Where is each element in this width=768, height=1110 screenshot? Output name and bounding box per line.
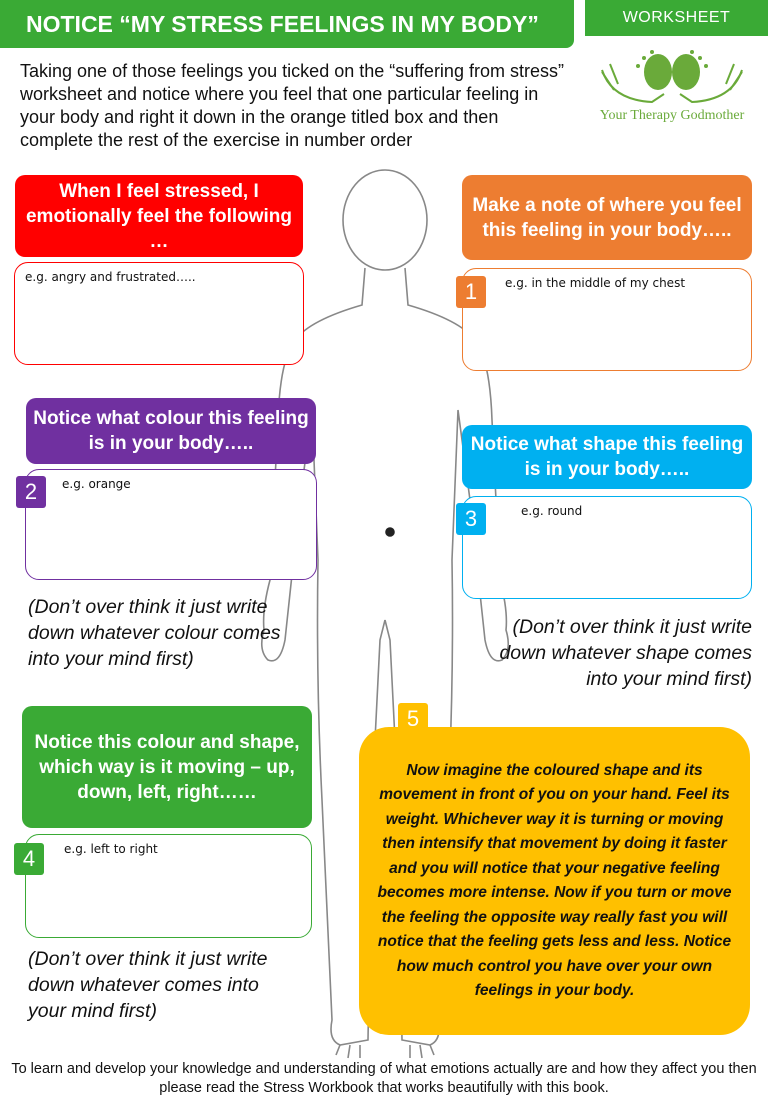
location-answer-box[interactable]: e.g. in the middle of my chest (462, 268, 752, 371)
movement-answer-box[interactable]: e.g. left to right (25, 834, 312, 938)
footer-text: To learn and develop your knowledge and … (11, 1061, 757, 1096)
page-title: NOTICE “MY STRESS FEELINGS IN MY BODY” (0, 0, 574, 48)
worksheet-tab: WORKSHEET (585, 0, 768, 36)
step-2-badge: 2 (16, 476, 46, 508)
final-instruction-text: Now imagine the coloured shape and its m… (377, 761, 732, 1000)
hands-faces-logo-icon (601, 50, 743, 104)
intro-text: Taking one of those feelings you ticked … (20, 61, 564, 150)
step-4-badge: 4 (14, 843, 44, 875)
step-1-badge: 1 (456, 276, 486, 308)
movement-note: (Don’t over think it just write down wha… (28, 948, 268, 1022)
shape-note: (Don’t over think it just write down wha… (499, 616, 752, 690)
location-heading: Make a note of where you feel this feeli… (462, 175, 752, 260)
movement-heading: Notice this colour and shape, which way … (22, 706, 312, 828)
colour-note: (Don’t over think it just write down wha… (28, 596, 281, 670)
shape-answer-box[interactable]: e.g. round (462, 496, 752, 599)
logo: Your Therapy Godmother (592, 50, 752, 142)
shape-heading: Notice what shape this feeling is in you… (462, 425, 752, 489)
logo-text: Your Therapy Godmother (599, 108, 745, 123)
step-3-badge: 3 (456, 503, 486, 535)
colour-heading: Notice what colour this feeling is in yo… (26, 398, 316, 464)
emotion-heading: When I feel stressed, I emotionally feel… (15, 175, 303, 257)
colour-answer-box[interactable]: e.g. orange (25, 469, 317, 580)
emotion-answer-box[interactable]: e.g. angry and frustrated….. (14, 262, 304, 365)
final-instruction-box: Now imagine the coloured shape and its m… (359, 727, 750, 1035)
